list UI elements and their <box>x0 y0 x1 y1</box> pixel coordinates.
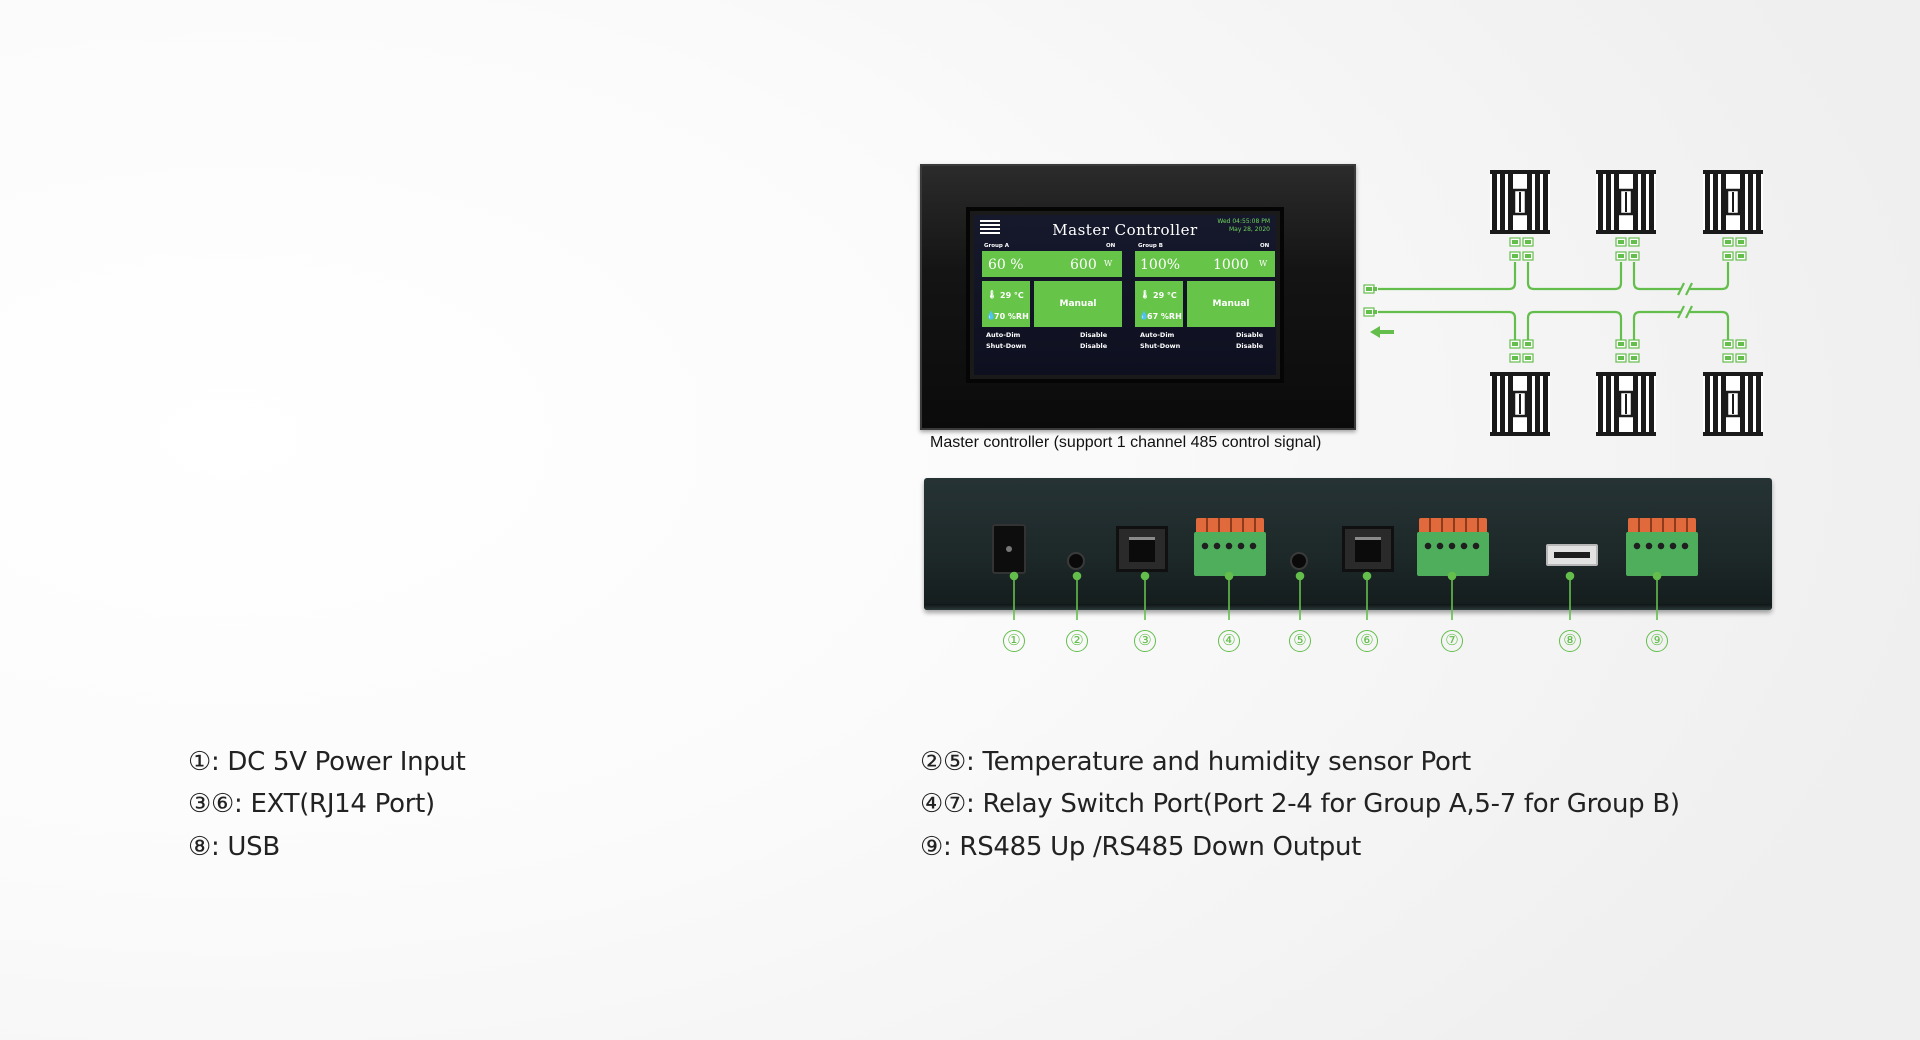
master-controller-device: Master Controller Wed 04:55:08 PM May 28… <box>920 164 1356 430</box>
group-a-shutdown-value[interactable]: Disable <box>1080 342 1108 350</box>
legend-item-sensor-port: ②⑤: Temperature and humidity sensor Port <box>920 747 1471 777</box>
group-a-output-bar[interactable]: 60 % 600 W <box>982 251 1122 277</box>
callout-7: ⑦ <box>1441 630 1463 652</box>
group-b-state: ON <box>1260 243 1270 249</box>
rj-connector-icon <box>1363 284 1377 317</box>
legend-item-ext-port: ③⑥: EXT(RJ14 Port) <box>188 789 435 819</box>
rj-connector-icon <box>1509 339 1747 363</box>
group-a-power: 600 <box>1070 257 1097 273</box>
controller-screen-bezel: Master Controller Wed 04:55:08 PM May 28… <box>966 207 1284 383</box>
ext-rj14-port-a[interactable] <box>1116 526 1168 572</box>
screen-time: Wed 04:55:08 PM <box>1217 218 1270 225</box>
rj-connector-icon <box>1509 237 1747 261</box>
controller-back-panel <box>924 478 1772 610</box>
controller-screen: Master Controller Wed 04:55:08 PM May 28… <box>974 215 1276 375</box>
grow-light-icon <box>1701 168 1765 236</box>
group-b-mode: Manual <box>1212 299 1250 309</box>
group-b-autodim-value[interactable]: Disable <box>1236 331 1264 339</box>
arrow-left-icon <box>1370 326 1394 338</box>
callout-3: ③ <box>1134 630 1156 652</box>
thermometer-icon: 🌡 <box>987 290 998 299</box>
callout-9: ⑨ <box>1646 630 1668 652</box>
group-a-label: Group A <box>984 243 1010 249</box>
screen-date: May 28, 2020 <box>1228 226 1270 233</box>
dc-power-port[interactable] <box>992 524 1026 574</box>
callout-1: ① <box>1003 630 1025 652</box>
callout-2: ② <box>1066 630 1088 652</box>
legend-item-rs485: ⑨: RS485 Up /RS485 Down Output <box>920 832 1362 862</box>
menu-icon[interactable] <box>980 220 1000 234</box>
group-a-autodim-label: Auto-Dim <box>986 331 1021 339</box>
group-a-shutdown-label: Shut-Down <box>986 342 1027 350</box>
group-b-label: Group B <box>1138 243 1163 249</box>
group-a-temp: 29 °C <box>1000 291 1024 300</box>
legend-item-usb: ⑧: USB <box>188 832 280 862</box>
usb-port[interactable] <box>1546 544 1598 566</box>
group-b-mode-button[interactable]: Manual <box>1187 281 1275 327</box>
group-b-climate-box: 🌡 29 °C 💧 67 %RH <box>1135 281 1183 327</box>
group-a-mode-button[interactable]: Manual <box>1034 281 1122 327</box>
group-b-humidity: 67 %RH <box>1147 312 1182 321</box>
group-a-climate-box: 🌡 29 °C 💧 70 %RH <box>982 281 1030 327</box>
group-a-unit: W <box>1104 259 1113 268</box>
ext-rj14-port-b[interactable] <box>1342 526 1394 572</box>
droplet-icon: 💧 <box>1139 311 1149 320</box>
group-a-autodim-value[interactable]: Disable <box>1080 331 1108 339</box>
callout-8: ⑧ <box>1559 630 1581 652</box>
group-a-state: ON <box>1106 243 1116 249</box>
group-b-shutdown-label: Shut-Down <box>1140 342 1181 350</box>
group-b-temp: 29 °C <box>1153 291 1177 300</box>
relay-terminal-a[interactable] <box>1194 518 1266 576</box>
legend-item-relay-port: ④⑦: Relay Switch Port(Port 2-4 for Group… <box>920 789 1680 819</box>
sensor-port-b[interactable] <box>1290 552 1308 570</box>
grow-light-icon <box>1488 370 1552 438</box>
callout-leaders <box>1009 571 1662 620</box>
grow-light-icon <box>1594 168 1658 236</box>
screen-datetime: Wed 04:55:08 PM May 28, 2020 <box>1208 218 1270 234</box>
grow-light-icon <box>1488 168 1552 236</box>
signal-wires <box>1378 262 1730 340</box>
group-a-mode: Manual <box>1059 299 1097 309</box>
group-b-output-bar[interactable]: 100% 1000 W <box>1135 251 1275 277</box>
callout-6: ⑥ <box>1356 630 1378 652</box>
wiring-diagram <box>1363 168 1765 438</box>
grow-light-icon <box>1701 370 1765 438</box>
group-a-humidity: 70 %RH <box>994 312 1029 321</box>
controller-caption: Master controller (support 1 channel 485… <box>930 434 1322 451</box>
group-b-autodim-label: Auto-Dim <box>1140 331 1175 339</box>
thermometer-icon: 🌡 <box>1140 290 1151 299</box>
group-b-shutdown-value[interactable]: Disable <box>1236 342 1264 350</box>
legend-item-dc-power: ①: DC 5V Power Input <box>188 747 466 777</box>
screen-title: Master Controller <box>1052 221 1198 239</box>
group-a-percent: 60 % <box>988 257 1024 273</box>
group-b-unit: W <box>1259 259 1268 268</box>
sensor-port-a[interactable] <box>1067 552 1085 570</box>
droplet-icon: 💧 <box>986 311 996 320</box>
group-b-percent: 100% <box>1140 257 1181 273</box>
relay-terminal-b[interactable] <box>1417 518 1489 576</box>
callout-5: ⑤ <box>1289 630 1311 652</box>
rs485-terminal[interactable] <box>1626 518 1698 576</box>
group-b-power: 1000 <box>1213 257 1249 273</box>
grow-light-icon <box>1594 370 1658 438</box>
callout-4: ④ <box>1218 630 1240 652</box>
